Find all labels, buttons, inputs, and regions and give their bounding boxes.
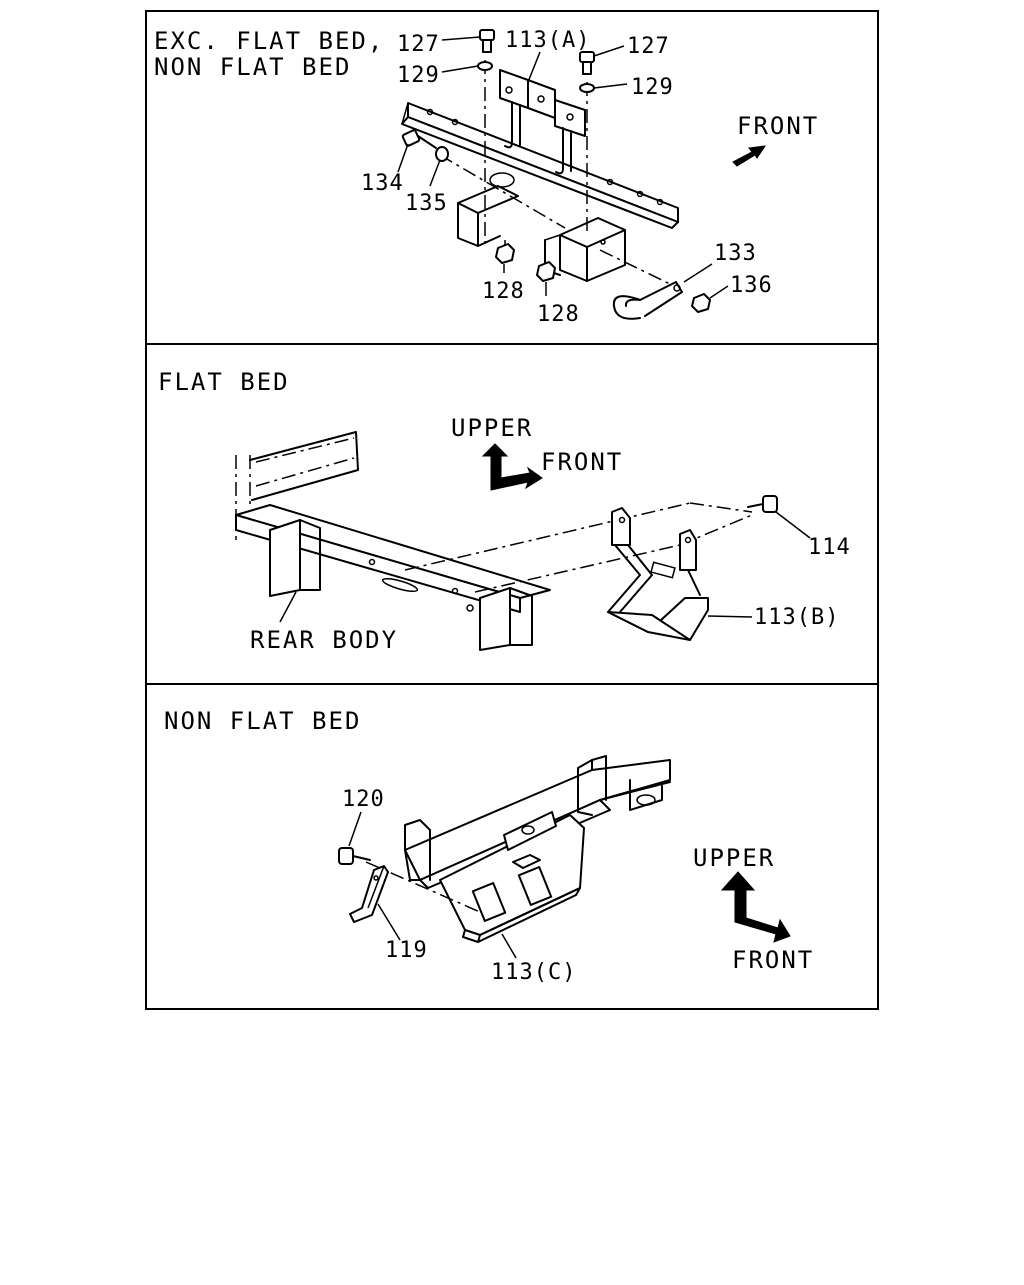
nut-128-left-icon xyxy=(495,243,515,264)
assembly-line-6 xyxy=(404,502,691,571)
washer-129-right-icon xyxy=(579,83,595,93)
panel-middle-title: FLAT BED xyxy=(158,368,290,396)
panel-middle: FLAT BED UPPER FRONT xyxy=(158,368,851,654)
front-direction-label-bottom: FRONT xyxy=(732,946,814,974)
frame-rail-right xyxy=(544,217,626,282)
panel-top-title-line2: NON FLAT BED xyxy=(154,53,351,81)
callout-113a: 113(A) xyxy=(505,28,590,53)
callout-135: 135 xyxy=(405,191,448,216)
assembly-line-3 xyxy=(439,154,566,229)
front-direction-label-middle: FRONT xyxy=(541,448,623,476)
assembly-line-8 xyxy=(689,502,753,513)
assembly-line-4 xyxy=(599,249,673,286)
front-direction-label: FRONT xyxy=(737,112,819,140)
hitch-cross-member xyxy=(401,102,679,229)
callout-129-right: 129 xyxy=(631,75,674,100)
bolt-114-icon xyxy=(747,495,778,513)
nut-128-right-icon xyxy=(536,261,556,282)
panel-top: EXC. FLAT BED, NON FLAT BED FRONT xyxy=(154,27,819,327)
bolt-127-right-icon xyxy=(579,51,595,75)
upper-direction-label-bottom: UPPER xyxy=(693,844,775,872)
callout-129-left: 129 xyxy=(397,63,440,88)
nut-136-icon xyxy=(691,293,711,313)
callout-119: 119 xyxy=(385,938,428,963)
callout-leaders-bottom xyxy=(348,811,517,959)
washer-129-left-icon xyxy=(477,61,493,71)
callout-133: 133 xyxy=(714,241,757,266)
callout-120: 120 xyxy=(342,787,385,812)
callout-127-left: 127 xyxy=(397,32,440,57)
diagram-frame xyxy=(145,10,879,1010)
assembly-line-7 xyxy=(474,544,681,593)
upper-direction-label: UPPER xyxy=(451,414,533,442)
front-arrow-icon xyxy=(732,145,767,167)
frame-rail-left xyxy=(457,172,519,247)
bracket-113c xyxy=(439,811,585,943)
upper-front-arrow-icon xyxy=(481,443,543,491)
bracket-113b xyxy=(607,507,709,641)
bracket-119 xyxy=(349,865,389,923)
callout-127-right: 127 xyxy=(627,34,670,59)
upper-front-arrow-icon-bottom xyxy=(720,871,791,943)
callout-114: 114 xyxy=(808,535,851,560)
callout-128-left: 128 xyxy=(482,279,525,304)
bolt-127-left-icon xyxy=(479,29,495,53)
rear-frame-crossmember xyxy=(235,504,551,651)
callout-128-right: 128 xyxy=(537,302,580,327)
panel-top-title-line1: EXC. FLAT BED, xyxy=(154,27,384,55)
callout-136: 136 xyxy=(730,273,773,298)
panel-bottom-title: NON FLAT BED xyxy=(164,707,361,735)
callout-113c: 113(C) xyxy=(491,960,576,985)
panel-bottom: NON FLAT BED UPPER FRONT xyxy=(164,707,814,985)
bolt-134-icon xyxy=(401,129,437,149)
washer-135-icon xyxy=(435,146,449,162)
tow-hook-133 xyxy=(612,281,683,320)
rear-body-outline xyxy=(235,431,359,540)
bracket-113a xyxy=(499,69,586,175)
callout-leaders-top xyxy=(397,36,729,299)
callout-leaders-middle xyxy=(279,511,811,623)
bolt-120-icon xyxy=(338,847,371,865)
callout-134: 134 xyxy=(361,171,404,196)
rear-body-label: REAR BODY xyxy=(250,626,398,654)
callout-113b: 113(B) xyxy=(754,605,839,630)
